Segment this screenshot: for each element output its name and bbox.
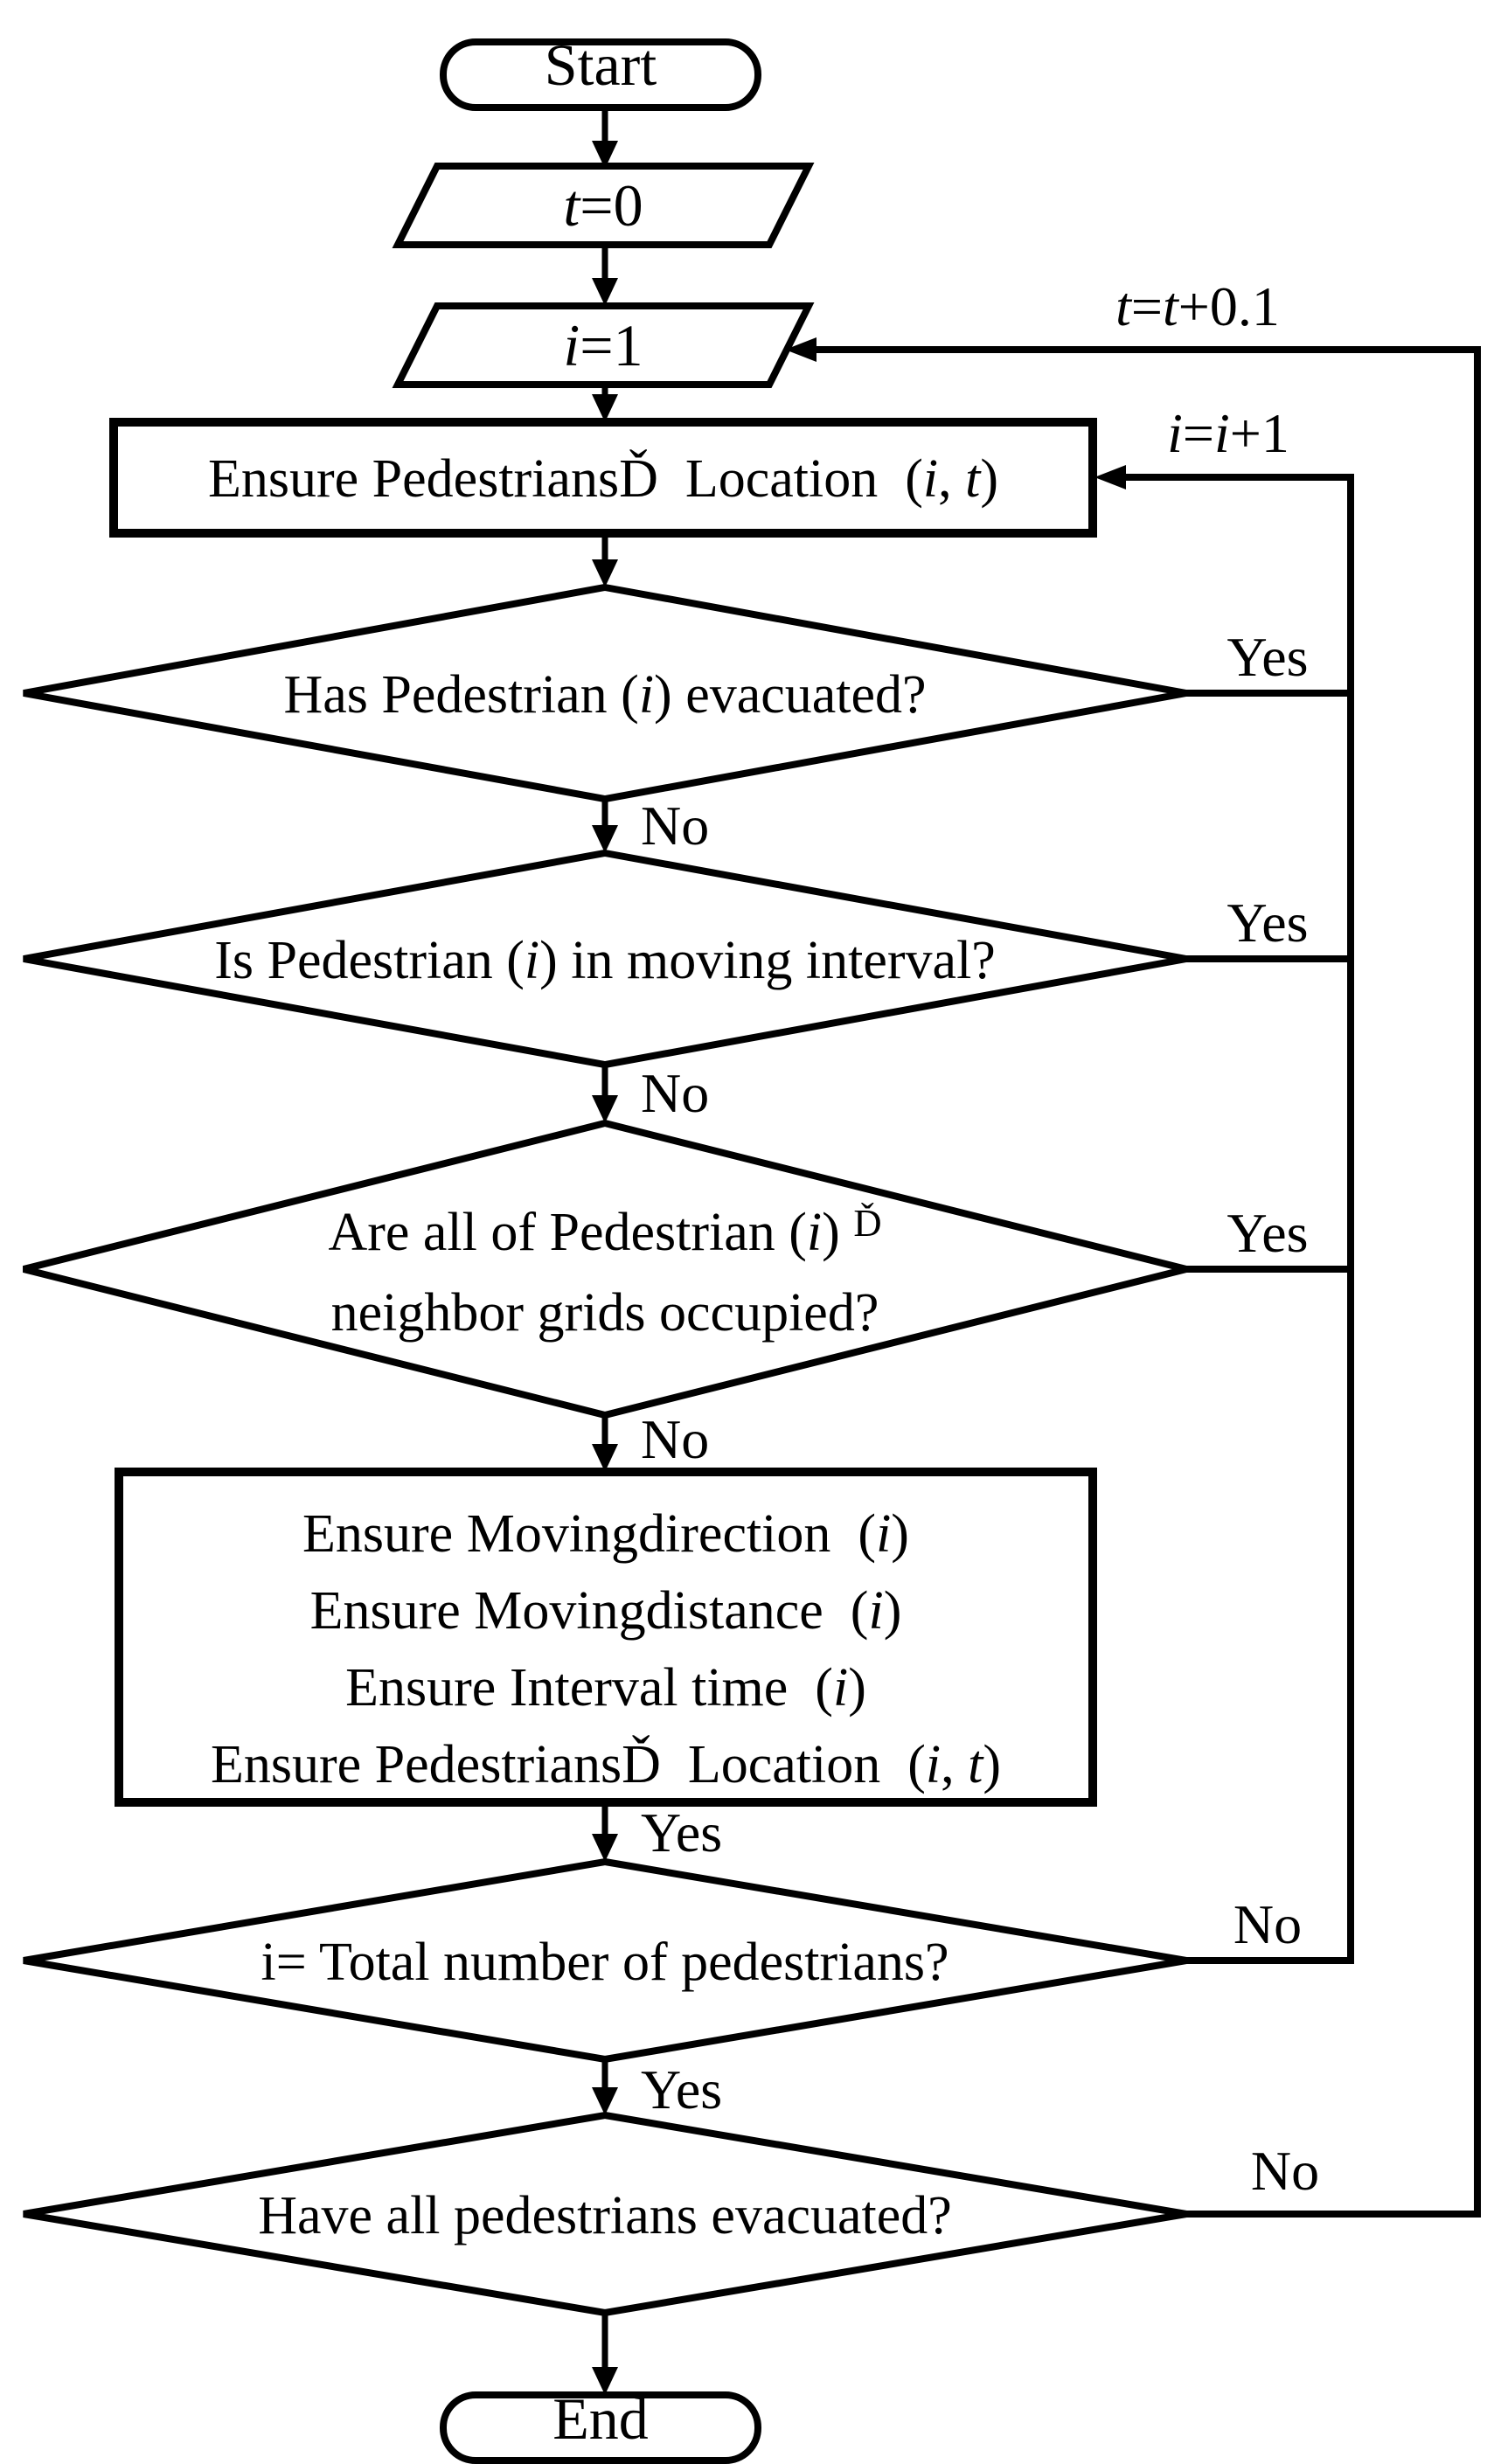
arrowhead xyxy=(592,278,618,306)
arrowhead xyxy=(592,1444,618,1472)
allevac-diamond-shape xyxy=(23,2111,1187,2317)
neighbors-question-line1: Are all of Pedestrian (i) Ď xyxy=(328,1201,881,1262)
end-terminator-shape xyxy=(440,2391,761,2464)
loop-t-increment: t=t+0.1 xyxy=(785,275,1481,2218)
decision-moving-interval: Is Pedestrian (i) in moving interval? xyxy=(23,849,1187,1069)
node-init-i: i=1 xyxy=(392,302,815,388)
arrowhead xyxy=(592,394,618,422)
label-no-allevac: No xyxy=(1251,2140,1319,2202)
total-diamond-shape xyxy=(23,1857,1187,2064)
t0-label: t=0 xyxy=(563,172,643,239)
start-terminator-shape xyxy=(440,38,761,111)
process-update: Ensure Movingdirection (i) Ensure Moving… xyxy=(115,1468,1097,1807)
arrowhead-into-init-i xyxy=(785,337,816,362)
start-label: Start xyxy=(545,31,657,98)
loop-t-path xyxy=(815,346,1481,2218)
evacuated-diamond-shape xyxy=(23,583,1187,803)
interval-question: Is Pedestrian (i) in moving interval? xyxy=(214,931,996,990)
interval-diamond-shape xyxy=(23,849,1187,1069)
arrowhead xyxy=(592,559,618,587)
node-end: End xyxy=(440,2385,761,2464)
arrowhead xyxy=(592,141,618,169)
arrowhead xyxy=(592,2087,618,2115)
label-yes-update: Yes xyxy=(641,1801,722,1864)
update-rect-shape xyxy=(115,1468,1097,1807)
neighbors-diamond-shape xyxy=(23,1119,1187,1419)
evacuated-question: Has Pedestrian (i) evacuated? xyxy=(283,665,926,725)
loop-i-increment: i=i+1 xyxy=(1094,402,1354,1964)
label-no-evacuated: No xyxy=(641,795,709,857)
arrowhead xyxy=(592,2367,618,2395)
decision-total-pedestrians: i= Total number of pedestrians? xyxy=(23,1857,1187,2064)
loop-i-label: i=i+1 xyxy=(1167,402,1289,464)
ensure-location-label: Ensure PedestriansĎ Location (i, t) xyxy=(208,449,998,509)
flow-arrows xyxy=(592,108,618,2395)
decision-evacuated: Has Pedestrian (i) evacuated? xyxy=(23,583,1187,803)
node-start: Start xyxy=(440,31,761,111)
end-label: End xyxy=(552,2385,649,2452)
decision-all-evacuated: Have all pedestrians evacuated? xyxy=(23,2111,1187,2317)
ensure-location-rect-shape xyxy=(109,418,1097,538)
update-line-interval-time: Ensure Interval time (i) xyxy=(345,1658,866,1718)
total-question: i= Total number of pedestrians? xyxy=(261,1933,949,1992)
decision-neighbor-grids: Are all of Pedestrian (i) Ď neighbor gri… xyxy=(23,1119,1187,1419)
label-yes-evacuated: Yes xyxy=(1226,626,1308,688)
label-yes-neighbors: Yes xyxy=(1226,1202,1308,1264)
label-no-neighbors: No xyxy=(641,1408,709,1470)
allevac-question: Have all pedestrians evacuated? xyxy=(258,2186,952,2245)
arrowhead xyxy=(592,1095,618,1123)
label-yes-interval: Yes xyxy=(1226,892,1308,954)
label-no-total: No xyxy=(1233,1893,1302,1955)
node-ensure-location: Ensure PedestriansĎ Location (i, t) xyxy=(109,418,1097,538)
arrowhead-into-locate xyxy=(1094,465,1126,489)
label-no-interval: No xyxy=(641,1062,709,1124)
update-line-movingdirection: Ensure Movingdirection (i) xyxy=(302,1504,909,1564)
update-line-movingdistance: Ensure Movingdistance (i) xyxy=(310,1581,902,1641)
i1-label: i=1 xyxy=(563,312,643,378)
arrowhead xyxy=(592,825,618,853)
loop-i-path xyxy=(1124,474,1354,1964)
update-line-location: Ensure PedestriansĎ Location (i, t) xyxy=(211,1735,1001,1794)
label-yes-total: Yes xyxy=(641,2058,722,2120)
loop-t-label: t=t+0.1 xyxy=(1115,275,1280,337)
node-init-t: t=0 xyxy=(392,163,815,248)
arrowhead xyxy=(592,1834,618,1862)
neighbors-question-line2: neighbor grids occupied? xyxy=(331,1283,879,1343)
i1-parallelogram-shape xyxy=(392,302,815,388)
t0-parallelogram-shape xyxy=(392,163,815,248)
